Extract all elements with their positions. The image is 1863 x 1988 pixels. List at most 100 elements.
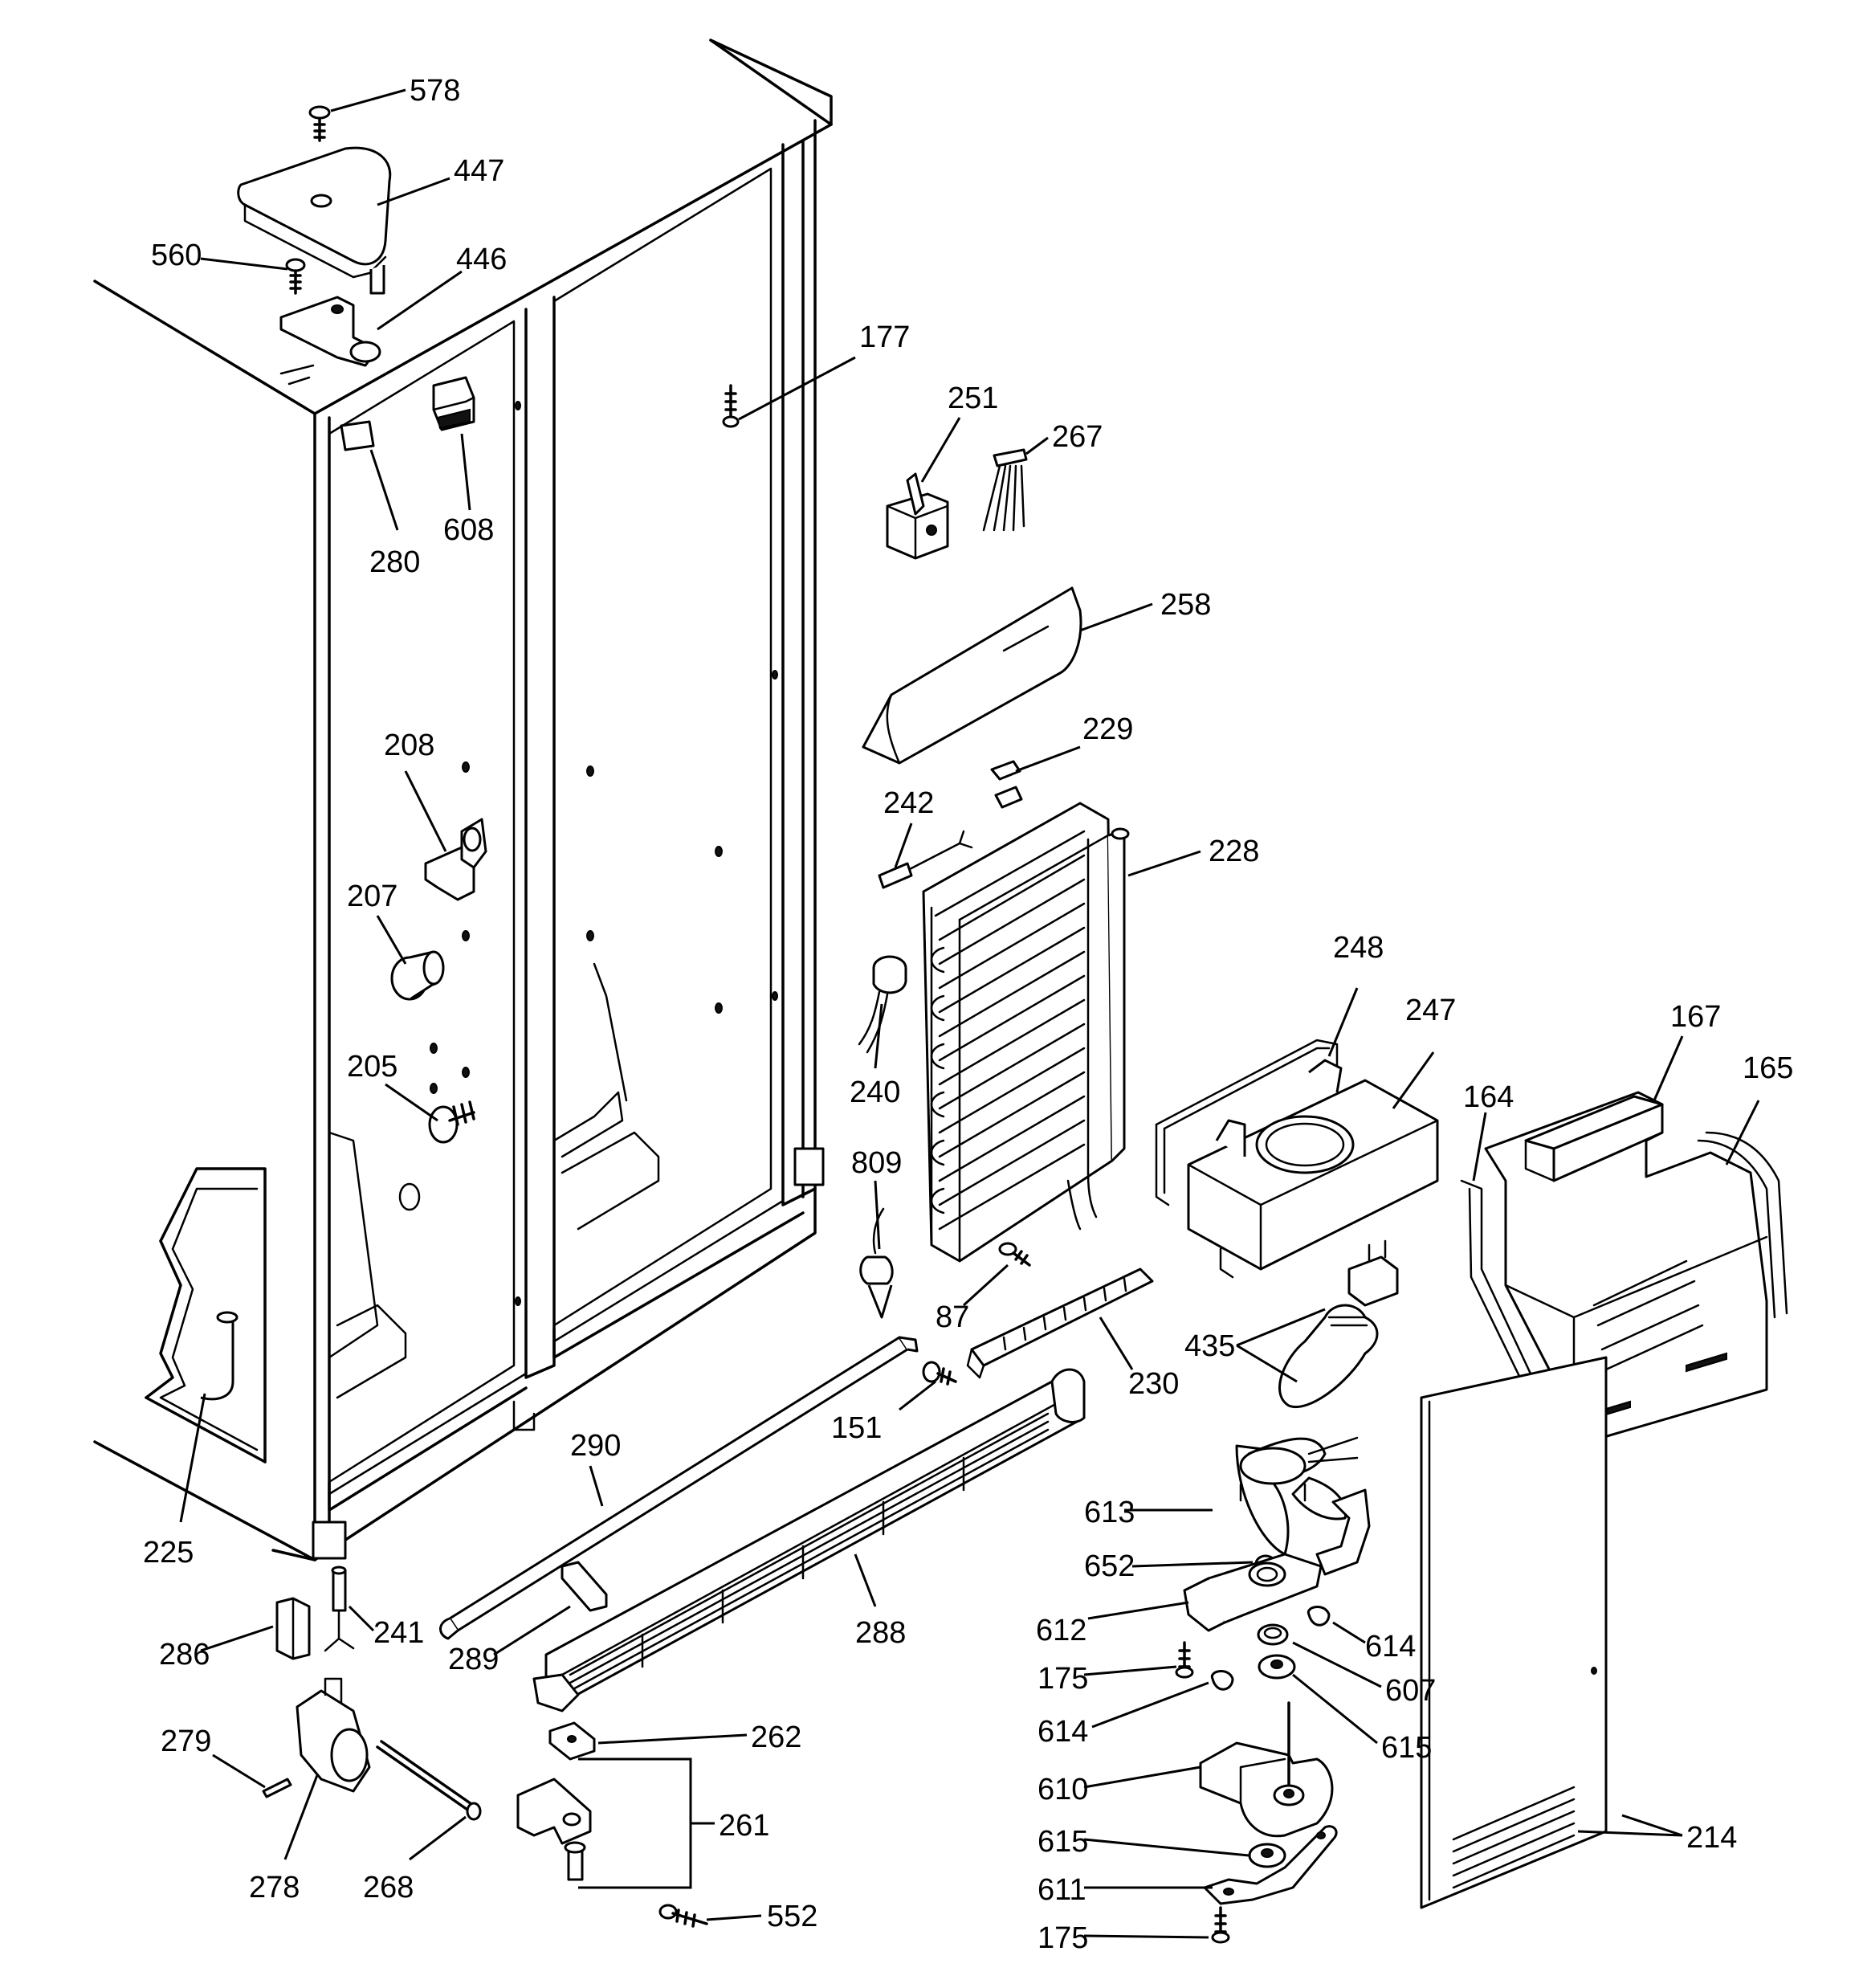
fan-housing-247 xyxy=(1187,1059,1439,1279)
label-229: 229 xyxy=(1082,712,1133,746)
label-251: 251 xyxy=(948,382,998,415)
label-248: 248 xyxy=(1333,931,1384,965)
label-207: 207 xyxy=(347,880,397,913)
label-267: 267 xyxy=(1052,420,1103,454)
label-435: 435 xyxy=(1184,1329,1235,1363)
fuse-242 xyxy=(878,830,973,889)
evaporator-228 xyxy=(922,802,1130,1263)
lamp-435 xyxy=(1278,1239,1399,1408)
label-261: 261 xyxy=(719,1809,769,1843)
knob-207 xyxy=(390,950,445,1001)
rear-panel-214 xyxy=(1420,1356,1608,1909)
label-225: 225 xyxy=(143,1536,194,1570)
screw-151 xyxy=(922,1361,957,1386)
label-615a: 615 xyxy=(1381,1731,1432,1765)
bracket-612 xyxy=(1183,1553,1323,1632)
label-615b: 615 xyxy=(1037,1825,1088,1859)
grommet-614b xyxy=(1210,1670,1234,1691)
screw-560 xyxy=(285,258,306,295)
label-613: 613 xyxy=(1084,1496,1135,1529)
label-809: 809 xyxy=(851,1146,902,1180)
label-289: 289 xyxy=(448,1643,499,1676)
fan-bracket xyxy=(1315,1488,1371,1576)
part-280 xyxy=(340,420,375,451)
label-578: 578 xyxy=(410,74,460,108)
harness-267 xyxy=(982,448,1028,532)
bracket-261 xyxy=(516,1757,692,1889)
motor-610 xyxy=(1199,1701,1334,1838)
screw-177 xyxy=(722,384,740,428)
block-262 xyxy=(548,1721,596,1761)
label-175a: 175 xyxy=(1037,1662,1088,1696)
bolt-552 xyxy=(658,1904,708,1928)
relay-251 xyxy=(886,472,949,560)
fan-blade-613 xyxy=(1235,1436,1359,1556)
label-652: 652 xyxy=(1084,1549,1135,1583)
label-286: 286 xyxy=(159,1638,210,1672)
duct-258 xyxy=(862,586,1082,765)
label-611: 611 xyxy=(1037,1873,1086,1907)
label-175b: 175 xyxy=(1037,1921,1088,1955)
label-610: 610 xyxy=(1037,1773,1088,1806)
thermostat-240 xyxy=(858,955,907,1054)
cover-vents xyxy=(1592,1259,1704,1371)
label-447: 447 xyxy=(454,154,504,188)
screw-578 xyxy=(308,105,331,142)
label-177: 177 xyxy=(859,320,910,354)
label-241: 241 xyxy=(373,1616,424,1650)
label-280: 280 xyxy=(369,545,420,579)
strip-165 xyxy=(1697,1131,1788,1319)
label-607: 607 xyxy=(1385,1674,1436,1708)
switch-608 xyxy=(432,376,475,431)
grille-288 xyxy=(532,1368,1086,1712)
label-167: 167 xyxy=(1670,1000,1721,1034)
panel-vents xyxy=(1452,1786,1576,1889)
pin-279 xyxy=(262,1778,292,1798)
clip-229 xyxy=(990,760,1023,809)
label-262: 262 xyxy=(751,1721,801,1754)
label-214: 214 xyxy=(1686,1821,1737,1855)
grille-slats xyxy=(569,1412,1050,1692)
label-614b: 614 xyxy=(1037,1715,1088,1749)
label-612: 612 xyxy=(1036,1614,1086,1647)
thermostat-208 xyxy=(424,818,487,901)
bracket-611 xyxy=(1203,1825,1338,1905)
label-205: 205 xyxy=(347,1050,397,1084)
label-165: 165 xyxy=(1743,1051,1793,1085)
evaporator-fins xyxy=(930,854,1086,1231)
label-560: 560 xyxy=(151,239,202,272)
label-552: 552 xyxy=(767,1900,817,1933)
label-247: 247 xyxy=(1405,994,1456,1027)
clip-289 xyxy=(561,1561,608,1612)
hinge-cover-447 xyxy=(237,146,392,266)
label-608: 608 xyxy=(443,513,494,547)
hinge-cam-278 xyxy=(296,1677,371,1793)
label-164: 164 xyxy=(1463,1080,1514,1114)
rod-268 xyxy=(376,1740,482,1821)
label-208: 208 xyxy=(384,729,434,762)
label-258: 258 xyxy=(1160,588,1211,622)
label-279: 279 xyxy=(161,1725,211,1758)
leader-lines xyxy=(179,88,1760,1939)
cabinet-case xyxy=(93,39,833,1561)
label-268: 268 xyxy=(363,1871,414,1904)
drain-trough-230 xyxy=(966,1268,1154,1379)
label-290: 290 xyxy=(570,1429,621,1463)
label-614a: 614 xyxy=(1365,1630,1416,1663)
label-151: 151 xyxy=(831,1411,882,1445)
label-228: 228 xyxy=(1209,835,1259,868)
grommet-614a xyxy=(1307,1606,1331,1627)
label-288: 288 xyxy=(855,1616,906,1650)
bracket-286 xyxy=(275,1597,311,1660)
part-labels: 578 447 560 446 177 251 267 280 608 258 … xyxy=(143,74,1793,1955)
label-278: 278 xyxy=(249,1871,300,1904)
sensor-809 xyxy=(859,1207,894,1319)
label-230: 230 xyxy=(1128,1367,1179,1401)
label-240: 240 xyxy=(850,1076,900,1109)
mount-615b xyxy=(1248,1843,1286,1868)
nut-607 xyxy=(1257,1623,1289,1646)
screw-175b xyxy=(1211,1906,1230,1944)
label-242: 242 xyxy=(883,786,934,820)
label-446: 446 xyxy=(456,243,507,276)
